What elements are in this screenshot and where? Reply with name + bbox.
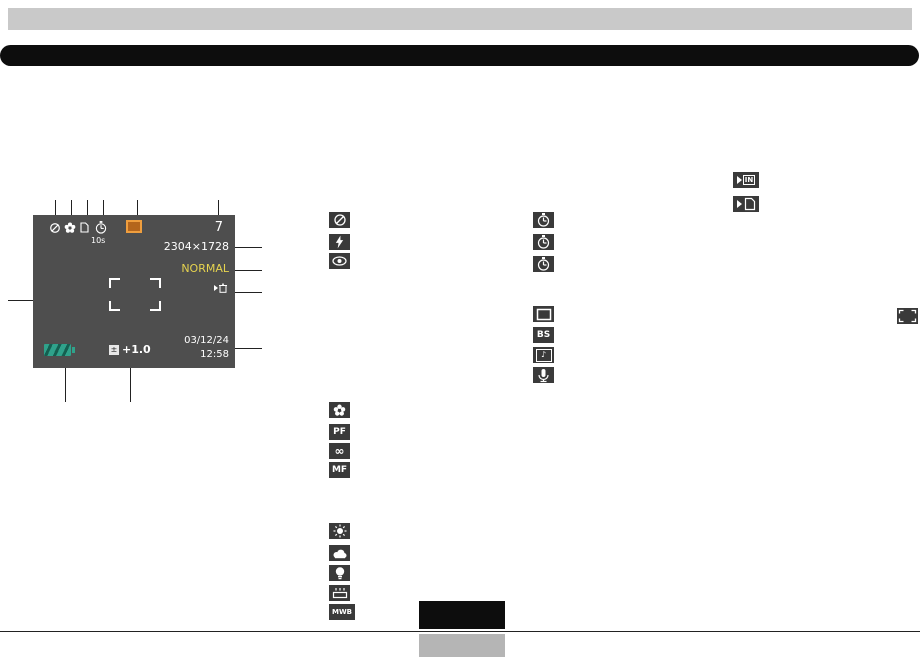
- ev-value: +1.0: [122, 343, 151, 356]
- in-memory-label: IN: [742, 175, 756, 185]
- infinity-focus-icon: ∞: [329, 443, 350, 459]
- callout-line: [71, 200, 72, 215]
- bin-icon: [219, 283, 227, 293]
- callout-line: [130, 368, 131, 402]
- shots-remaining-value: 7: [214, 220, 223, 235]
- arrow-icon: [736, 200, 742, 208]
- macro-icon: [329, 402, 350, 418]
- bestshot-icon: BS: [533, 327, 554, 343]
- pan-focus-label: PF: [333, 426, 346, 437]
- wb-manual-label: MWB: [331, 607, 353, 616]
- memory-card-icon: [744, 197, 755, 211]
- ev-icon: ±: [109, 344, 119, 355]
- self-timer-x3-icon: [533, 256, 554, 272]
- callout-line: [65, 368, 66, 402]
- section-title-bar: [0, 45, 919, 66]
- self-timer-label: 10s: [91, 236, 106, 245]
- date-value: 03/12/24: [184, 335, 229, 346]
- callout-line: [235, 348, 262, 349]
- audio-snapshot-icon: ♪: [533, 347, 554, 363]
- flash-on-icon: [329, 234, 350, 250]
- footer-gray-box: [419, 634, 505, 657]
- arrow-icon: [736, 176, 742, 184]
- wb-manual-icon: MWB: [329, 604, 355, 620]
- time-value: 12:58: [200, 349, 229, 360]
- flash-off-indicator-icon: [49, 222, 61, 234]
- callout-line: [235, 292, 262, 293]
- footer-black-box: [419, 601, 505, 629]
- pan-focus-icon: PF: [329, 424, 350, 440]
- save-to-builtin-memory-icon: IN: [733, 172, 759, 188]
- bestshot-label: BS: [536, 329, 551, 340]
- manual-focus-icon: MF: [329, 462, 350, 478]
- callout-line: [55, 200, 56, 215]
- self-timer-10s-icon: [533, 212, 554, 228]
- callout-line: [218, 200, 219, 215]
- callout-line: [103, 200, 104, 215]
- focus-frame: [109, 278, 161, 311]
- camera-lcd-mockup: 10s 7 2304×1728 NORMAL ± +1.0 03/12/24 1…: [33, 215, 235, 368]
- flash-off-icon: [329, 212, 350, 228]
- image-size-value: 2304×1728: [163, 240, 229, 253]
- wb-daylight-icon: [329, 523, 350, 539]
- callout-line: [87, 200, 88, 215]
- quality-value: NORMAL: [181, 262, 229, 275]
- callout-line: [137, 200, 138, 215]
- quality-indicator-icon: [80, 222, 89, 233]
- storage-indicator-icon: [214, 283, 227, 293]
- voice-record-icon: [533, 367, 554, 383]
- drive-mode-indicator-icon: [126, 220, 142, 233]
- single-shot-icon: [533, 306, 554, 322]
- header-gray-bar: [8, 8, 912, 30]
- red-eye-reduction-icon: [329, 253, 350, 269]
- manual-focus-label: MF: [331, 464, 348, 475]
- focus-frame-icon: [897, 308, 918, 324]
- self-timer-2s-icon: [533, 234, 554, 250]
- wb-tungsten-icon: [329, 565, 350, 581]
- arrow-icon: [214, 285, 218, 291]
- callout-line: [235, 247, 262, 248]
- battery-indicator-icon: [44, 344, 75, 356]
- wb-fluorescent-icon: [329, 585, 350, 601]
- ev-readout: ± +1.0: [109, 343, 151, 356]
- infinity-label: ∞: [334, 444, 345, 458]
- macro-indicator-icon: [64, 222, 76, 234]
- callout-line: [8, 300, 33, 301]
- note-in-frame-icon: ♪: [535, 348, 552, 362]
- wb-cloudy-icon: [329, 545, 350, 561]
- footer-rule: [0, 631, 920, 632]
- callout-line: [235, 270, 262, 271]
- save-to-memory-card-icon: [733, 196, 759, 212]
- self-timer-indicator-icon: [95, 221, 107, 234]
